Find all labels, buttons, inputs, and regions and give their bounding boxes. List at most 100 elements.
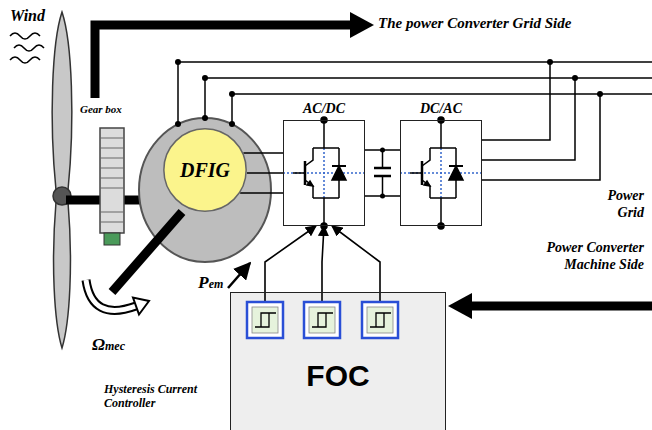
inverter-symbol xyxy=(410,172,422,174)
gearbox xyxy=(100,128,124,245)
controller-box: FOC xyxy=(230,292,446,430)
hysteresis-block xyxy=(264,292,266,302)
grid-side-wires xyxy=(482,62,550,140)
signal-name: Ωmec xyxy=(92,334,125,355)
generator-circle: DFIG xyxy=(163,128,247,212)
connector-line xyxy=(265,226,316,292)
rotor-wire xyxy=(243,153,283,154)
power-arrow xyxy=(228,263,250,288)
gearbox xyxy=(100,158,124,159)
turbine-blades xyxy=(52,12,72,190)
converter-label: Power Converter Machine Side xyxy=(498,240,644,274)
gearbox xyxy=(100,168,124,169)
connector-line xyxy=(365,195,400,197)
rotor-wire xyxy=(240,193,283,194)
connector-line xyxy=(322,226,324,292)
inverter-symbol xyxy=(455,180,457,198)
hysteresis-block xyxy=(312,313,333,327)
wind-label: Wind xyxy=(10,6,45,25)
machine-side-arrow xyxy=(470,302,652,311)
inverter-symbol xyxy=(455,148,457,166)
rectifier-symbol xyxy=(323,120,325,148)
inverter-symbol xyxy=(422,180,430,198)
grid-lines xyxy=(232,93,652,95)
inverter-symbol xyxy=(430,197,456,199)
rectifier-symbol xyxy=(293,172,305,174)
hysteresis-block xyxy=(247,302,283,338)
wind-lines xyxy=(10,33,44,63)
controller-panel xyxy=(230,292,446,430)
rectifier-symbol xyxy=(332,165,346,167)
control-signal xyxy=(322,226,324,292)
wind-lines xyxy=(10,57,40,63)
turbine-blades xyxy=(54,202,71,348)
junction-dots xyxy=(597,91,603,97)
hysteresis-block xyxy=(362,292,398,338)
junction-dots xyxy=(229,121,235,127)
stator-wires xyxy=(231,94,233,124)
grid-side-wires xyxy=(482,78,575,160)
rectifier-symbol xyxy=(338,148,340,166)
power-arrow xyxy=(228,263,250,288)
rectifier-symbol xyxy=(313,147,339,149)
dc-link-capacitor xyxy=(374,148,391,199)
drive-shaft xyxy=(66,196,100,205)
grid-lines xyxy=(178,62,652,94)
hysteresis-block xyxy=(362,302,398,338)
inverter-symbol xyxy=(440,120,442,148)
gearbox xyxy=(100,178,124,179)
part-name: Gear box xyxy=(80,103,122,116)
grid-side-wires xyxy=(482,62,600,180)
grid-lines xyxy=(178,61,652,63)
rectifier-symbol xyxy=(338,180,340,198)
inverter-symbol xyxy=(438,223,444,229)
turbine-blades xyxy=(52,12,72,348)
top-power-arrow xyxy=(350,12,374,38)
inverter-symbol xyxy=(400,117,482,229)
rectifier-symbol xyxy=(283,117,365,229)
inverter-symbol xyxy=(440,198,442,226)
junction-dots xyxy=(572,75,578,81)
junction-dots xyxy=(202,75,208,81)
hysteresis-block xyxy=(304,302,340,338)
junction-dots xyxy=(175,59,235,127)
connector-line xyxy=(240,192,283,194)
control-signal xyxy=(332,226,380,292)
dc-link-capacitor xyxy=(382,150,384,168)
gearbox xyxy=(100,128,124,233)
dc-link-capacitor xyxy=(382,176,384,196)
gearbox xyxy=(100,148,124,149)
gearbox xyxy=(100,138,124,139)
rotor-wire xyxy=(247,173,283,174)
circle-outline xyxy=(164,129,246,211)
inverter-symbol xyxy=(449,165,463,167)
inverter-symbol xyxy=(430,147,456,149)
hysteresis-block xyxy=(309,307,335,333)
rectifier-symbol xyxy=(323,198,325,226)
controller-label: Hysteresis Current Controller xyxy=(104,382,224,411)
controller-panel xyxy=(230,292,446,430)
junction-dots xyxy=(229,91,235,97)
dc-link xyxy=(365,150,400,196)
node-label: AC/DC xyxy=(303,101,345,117)
gearbox xyxy=(100,212,124,213)
connector-line xyxy=(365,149,400,151)
junction-dots xyxy=(202,115,208,121)
gearbox xyxy=(104,233,120,245)
hysteresis-block xyxy=(367,307,393,333)
rotation-arrow xyxy=(86,280,136,310)
signal-name: Pem xyxy=(198,272,223,293)
rotor-shaft-bar xyxy=(112,212,182,292)
node-label: DFIG xyxy=(180,159,230,182)
rectifier-symbol xyxy=(283,172,365,174)
inverter-box: DC/AC xyxy=(400,120,482,226)
stator-wires xyxy=(177,62,179,124)
inverter-symbol xyxy=(400,172,482,174)
junction-dots xyxy=(175,59,181,65)
grid-label: Power Grid xyxy=(584,188,644,222)
hysteresis-block xyxy=(247,292,283,338)
grid-side-wires xyxy=(482,94,600,180)
hysteresis-block xyxy=(255,313,276,327)
machine-side-arrow xyxy=(448,293,472,319)
